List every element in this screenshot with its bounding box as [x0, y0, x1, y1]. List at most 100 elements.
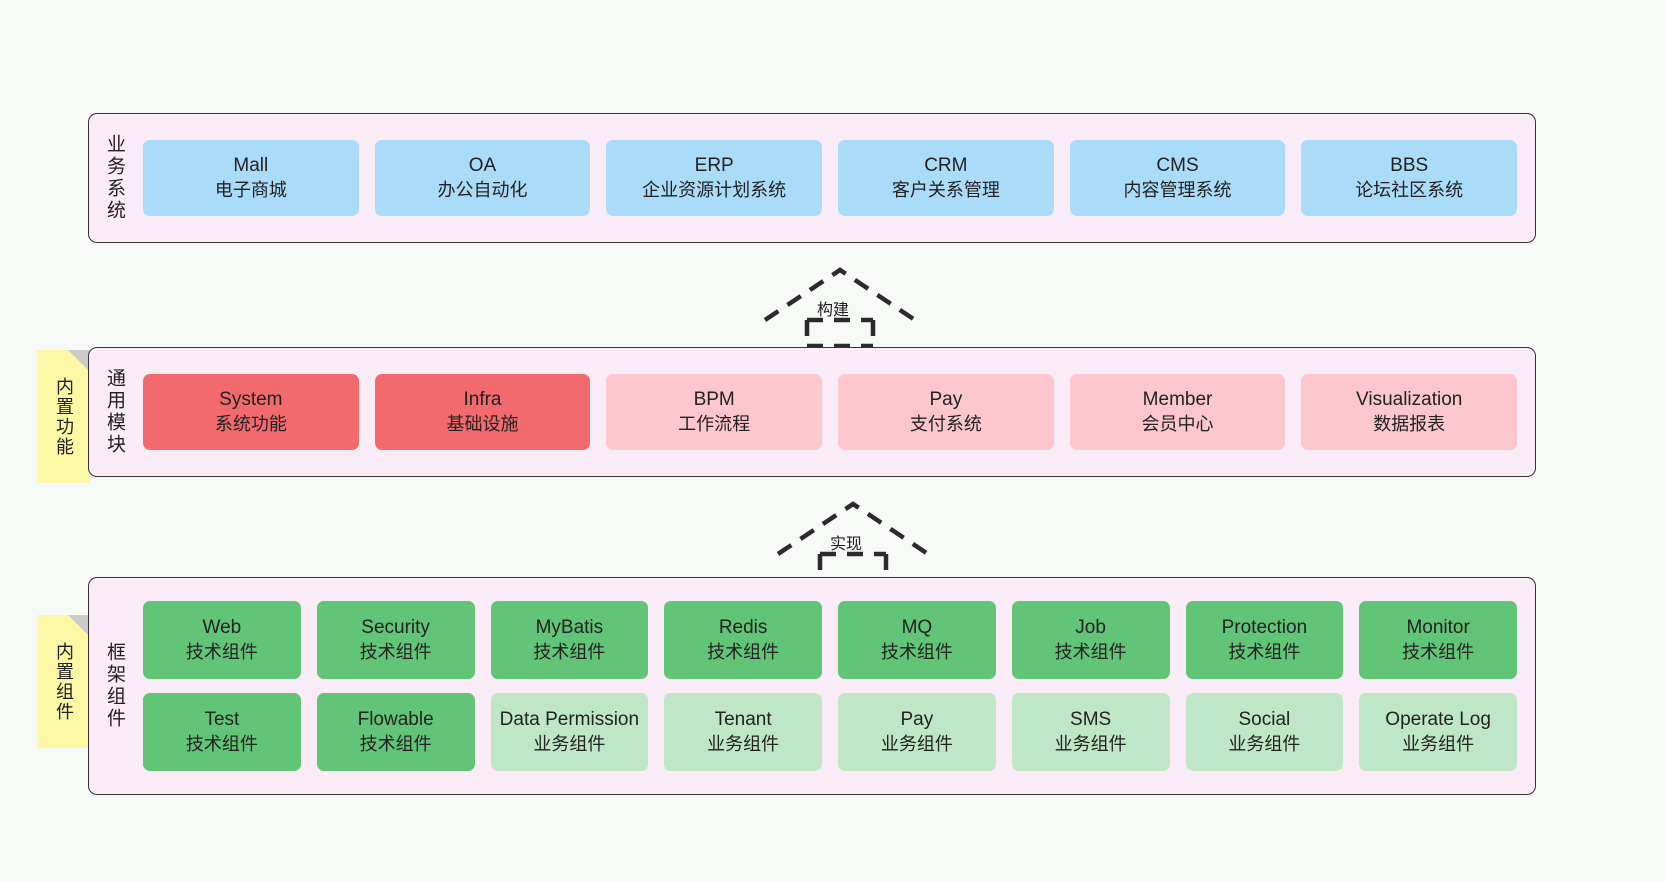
card-web[interactable]: Web 技术组件: [143, 601, 301, 679]
folded-corner-icon: [68, 615, 90, 637]
card-title: CMS: [1156, 155, 1199, 177]
card-title: CRM: [924, 155, 968, 177]
card-row: Web 技术组件 Security 技术组件 MyBatis 技术组件 Redi…: [143, 601, 1517, 679]
layer-body-framework-component: Web 技术组件 Security 技术组件 MyBatis 技术组件 Redi…: [139, 578, 1535, 794]
card-title: Pay: [929, 389, 963, 411]
card-subtitle: 办公自动化: [437, 179, 528, 200]
connector-realize: 实现: [768, 492, 948, 583]
layer-common-module: 通用模块 System 系统功能 Infra 基础设施 BPM 工作流程 Pay…: [88, 347, 1536, 477]
card-bbs[interactable]: BBS 论坛社区系统: [1301, 140, 1518, 216]
layer-business-system: 业务系统 Mall 电子商城 OA 办公自动化 ERP 企业资源计划系统 CRM…: [88, 113, 1536, 243]
card-redis[interactable]: Redis 技术组件: [664, 601, 822, 679]
card-crm[interactable]: CRM 客户关系管理: [838, 140, 1054, 216]
card-subtitle: 电子商城: [214, 179, 287, 200]
card-subtitle: 业务组件: [1054, 733, 1127, 754]
card-subtitle: 企业资源计划系统: [642, 179, 787, 200]
card-sms[interactable]: SMS 业务组件: [1011, 693, 1170, 771]
card-title: Test: [204, 709, 240, 731]
card-subtitle: 业务组件: [707, 733, 780, 754]
card-title: Operate Log: [1385, 709, 1491, 731]
card-subtitle: 工作流程: [678, 413, 751, 434]
card-subtitle: 业务组件: [1228, 733, 1301, 754]
card-subtitle: 会员中心: [1141, 413, 1214, 434]
card-title: Redis: [718, 617, 768, 639]
connector-build: 构建: [755, 258, 935, 349]
card-bpm[interactable]: BPM 工作流程: [606, 374, 823, 450]
card-subtitle: 论坛社区系统: [1355, 179, 1464, 200]
card-subtitle: 业务组件: [880, 733, 953, 754]
card-title: Protection: [1221, 617, 1308, 639]
layer-title-framework-component: 框架组件: [103, 642, 125, 730]
card-subtitle: 技术组件: [359, 733, 432, 754]
card-social[interactable]: Social 业务组件: [1185, 693, 1344, 771]
card-pay-component[interactable]: Pay 业务组件: [838, 693, 996, 771]
card-test[interactable]: Test 技术组件: [143, 693, 301, 771]
card-pay-module[interactable]: Pay 支付系统: [838, 374, 1054, 450]
sticky-note-built-in-features: 内置功能: [37, 350, 90, 483]
card-subtitle: 技术组件: [1054, 641, 1127, 662]
card-monitor[interactable]: Monitor 技术组件: [1359, 601, 1517, 679]
card-oa[interactable]: OA 办公自动化: [374, 140, 591, 216]
card-title: BPM: [693, 389, 735, 411]
layer-framework-component: 框架组件 Web 技术组件 Security 技术组件 MyBatis 技术组件…: [88, 577, 1536, 795]
card-row: Mall 电子商城 OA 办公自动化 ERP 企业资源计划系统 CRM 客户关系…: [143, 140, 1518, 216]
card-subtitle: 技术组件: [185, 641, 258, 662]
card-security[interactable]: Security 技术组件: [316, 601, 475, 679]
card-subtitle: 基础设施: [446, 413, 519, 434]
sticky-note-built-in-components: 内置组件: [37, 615, 90, 748]
sticky-note-label: 内置功能: [53, 376, 74, 457]
card-data-permission[interactable]: Data Permission 业务组件: [490, 693, 649, 771]
card-title: Job: [1075, 617, 1106, 639]
arrow-head-realize: [776, 501, 930, 556]
card-visualization[interactable]: Visualization 数据报表: [1301, 374, 1518, 450]
card-title: Infra: [463, 389, 502, 411]
card-cms[interactable]: CMS 内容管理系统: [1069, 140, 1286, 216]
card-subtitle: 技术组件: [707, 641, 780, 662]
card-protection[interactable]: Protection 技术组件: [1185, 601, 1344, 679]
layer-title-common-module: 通用模块: [103, 368, 125, 456]
card-subtitle: 业务组件: [533, 733, 606, 754]
card-title: Security: [361, 617, 430, 639]
card-tenant[interactable]: Tenant 业务组件: [664, 693, 822, 771]
card-operate-log[interactable]: Operate Log 业务组件: [1359, 693, 1517, 771]
card-subtitle: 技术组件: [1228, 641, 1301, 662]
card-mybatis[interactable]: MyBatis 技术组件: [490, 601, 649, 679]
card-title: Monitor: [1406, 617, 1470, 639]
card-subtitle: 技术组件: [533, 641, 606, 662]
card-title: Pay: [900, 709, 934, 731]
card-infra[interactable]: Infra 基础设施: [374, 374, 591, 450]
card-title: Visualization: [1356, 389, 1463, 411]
card-title: OA: [468, 155, 497, 177]
card-subtitle: 客户关系管理: [891, 179, 1000, 200]
card-mq[interactable]: MQ 技术组件: [838, 601, 996, 679]
card-erp[interactable]: ERP 企业资源计划系统: [606, 140, 823, 216]
card-subtitle: 技术组件: [185, 733, 258, 754]
card-subtitle: 内容管理系统: [1123, 179, 1232, 200]
layer-title-business-system: 业务系统: [103, 134, 125, 222]
card-system[interactable]: System 系统功能: [143, 374, 359, 450]
arrow-head-build: [763, 267, 917, 322]
card-title: MQ: [901, 617, 933, 639]
layer-body-common-module: System 系统功能 Infra 基础设施 BPM 工作流程 Pay 支付系统…: [139, 348, 1535, 476]
card-title: Social: [1238, 709, 1291, 731]
card-subtitle: 支付系统: [909, 413, 982, 434]
card-subtitle: 技术组件: [359, 641, 432, 662]
card-title: Tenant: [714, 709, 772, 731]
card-subtitle: 技术组件: [1402, 641, 1475, 662]
card-flowable[interactable]: Flowable 技术组件: [316, 693, 475, 771]
card-title: MyBatis: [535, 617, 604, 639]
card-title: System: [219, 389, 283, 411]
card-row: Test 技术组件 Flowable 技术组件 Data Permission …: [143, 693, 1517, 771]
card-member[interactable]: Member 会员中心: [1069, 374, 1286, 450]
card-subtitle: 数据报表: [1373, 413, 1446, 434]
card-title: BBS: [1390, 155, 1429, 177]
folded-corner-icon: [68, 350, 90, 372]
layer-body-business-system: Mall 电子商城 OA 办公自动化 ERP 企业资源计划系统 CRM 客户关系…: [139, 114, 1535, 242]
card-job[interactable]: Job 技术组件: [1011, 601, 1170, 679]
card-title: Mall: [233, 155, 269, 177]
card-title: Member: [1142, 389, 1213, 411]
card-mall[interactable]: Mall 电子商城: [143, 140, 359, 216]
connector-label-build: 构建: [817, 302, 850, 319]
card-title: Flowable: [357, 709, 434, 731]
